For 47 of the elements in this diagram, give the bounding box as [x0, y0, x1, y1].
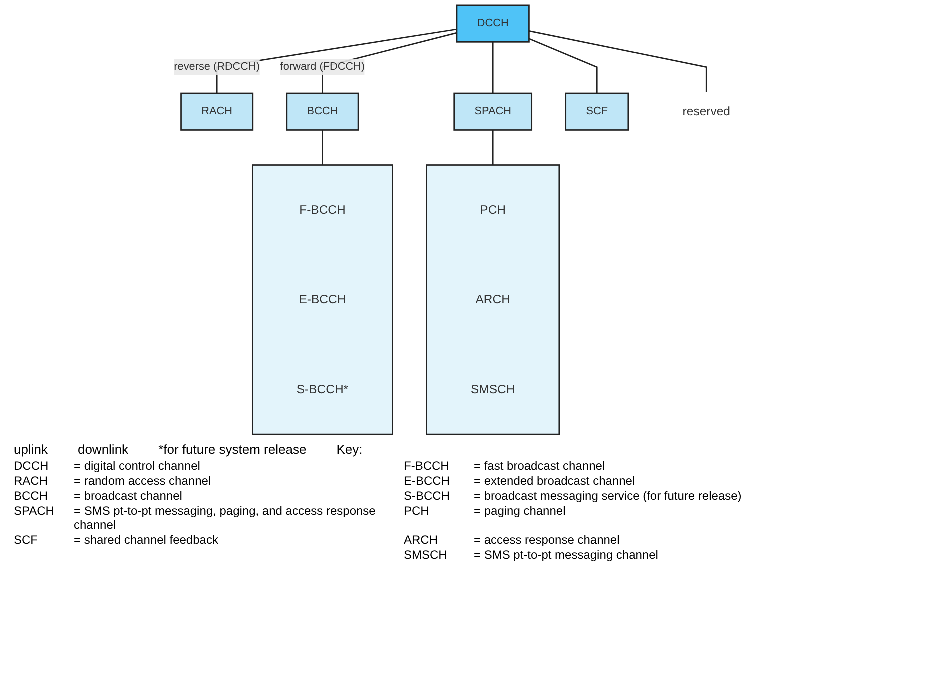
branch-label: uplink [14, 442, 48, 457]
key-definition: = shared channel feedback [74, 533, 220, 547]
key-term: DCCH [14, 459, 50, 473]
branch-label: downlink [78, 442, 129, 457]
edge-label: reverse (RDCCH) [174, 61, 260, 73]
connector [322, 130, 324, 166]
key-definition: = broadcast channel [74, 489, 184, 503]
key-definition: = paging channel [474, 504, 567, 520]
key-term: SCF [14, 533, 39, 547]
key-definition: = extended broadcast channel [474, 474, 636, 488]
node-text: reserved [682, 104, 730, 118]
node-box: DCCH [456, 4, 530, 43]
key-definition: = random access channel [74, 474, 212, 488]
key-term: ARCH [404, 533, 440, 547]
edge-label: forward (FDCCH) [280, 61, 366, 73]
key-term: PCH [404, 504, 430, 520]
node-text: PCH [480, 203, 506, 217]
key-definition: = broadcast messaging service (for future release) [474, 489, 743, 503]
node-box: RACH [180, 92, 254, 131]
node-box: BCCH [286, 92, 360, 131]
node-text: SMSCH [470, 382, 516, 396]
node-text: S-BCCH* [296, 382, 349, 396]
key-definition: = SMS pt-to-pt messaging channel [474, 548, 660, 562]
footnote: *for future system release [158, 442, 307, 457]
key-definition: = SMS pt-to-pt messaging, paging, and access response channel [74, 504, 377, 532]
key-term: SPACH [14, 504, 56, 520]
key-heading: Key: [336, 442, 363, 457]
key-term: F-BCCH [404, 459, 450, 473]
node-box: SCF [565, 92, 630, 131]
key-term: RACH [14, 474, 50, 488]
connector [528, 38, 598, 94]
key-term: E-BCCH [404, 474, 452, 488]
cluster [252, 164, 394, 436]
key-term: SMSCH [404, 548, 448, 562]
key-term: BCCH [14, 489, 50, 503]
connector [492, 130, 494, 166]
key-definition: = digital control channel [74, 459, 202, 473]
node-text: ARCH [476, 292, 510, 306]
node-text: E-BCCH [299, 292, 346, 306]
key-definition: = fast broadcast channel [474, 459, 606, 473]
node-box: SPACH [454, 92, 533, 131]
connector [529, 30, 708, 92]
cluster [426, 164, 560, 436]
key-term: S-BCCH [404, 489, 452, 503]
node-text: F-BCCH [300, 203, 346, 217]
connector [492, 42, 494, 94]
key-definition: = access response channel [474, 533, 621, 547]
